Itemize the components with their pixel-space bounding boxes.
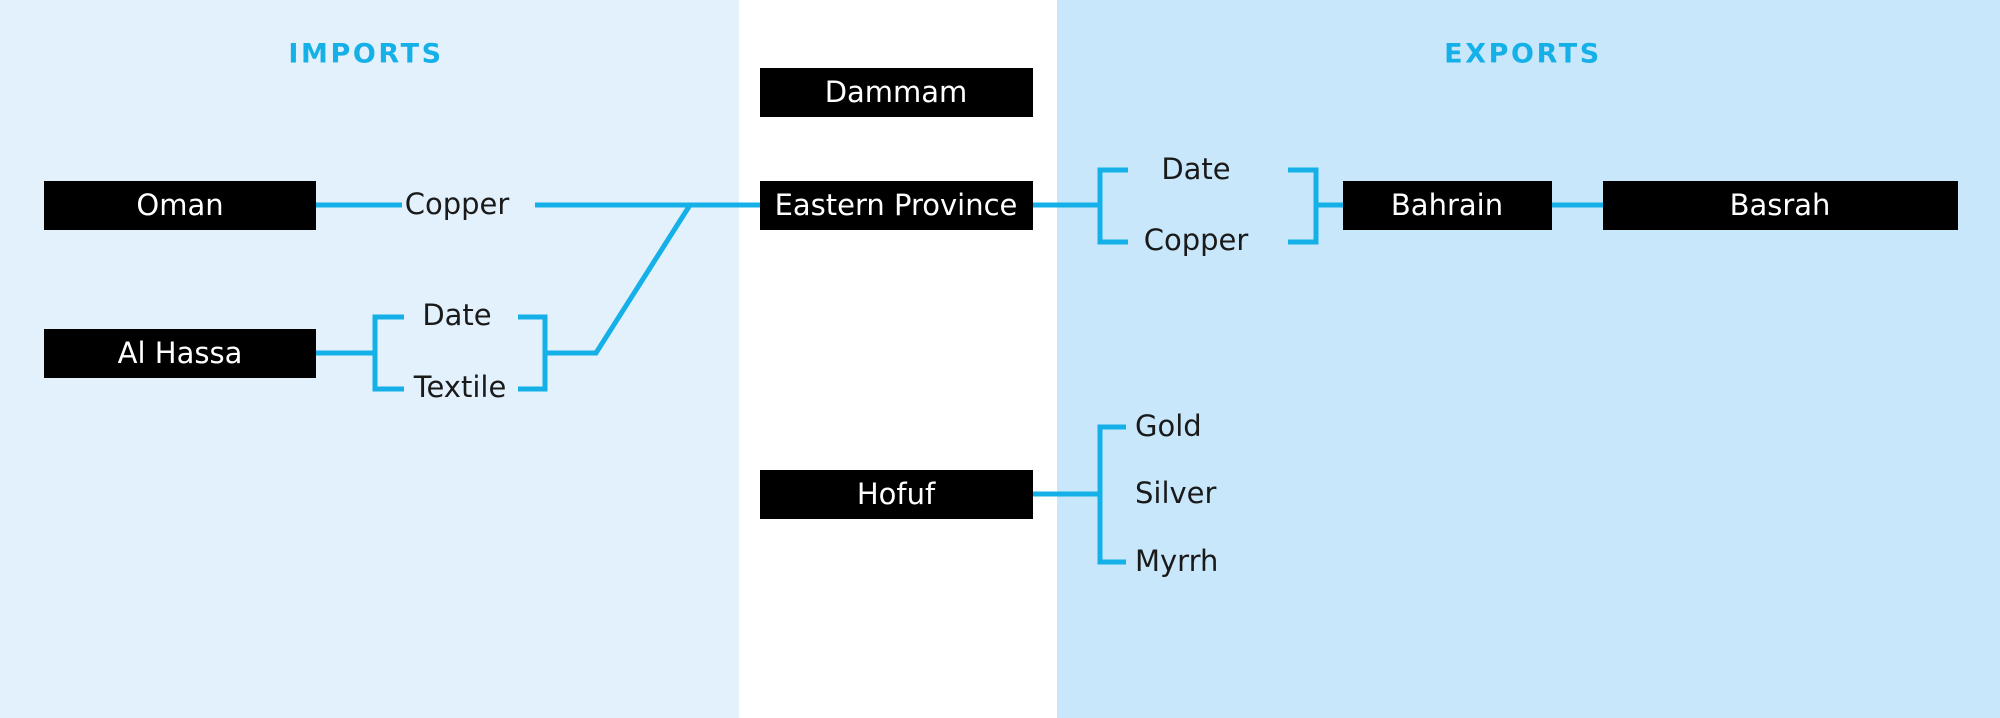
goods-label-hofuf-myrrh: Myrrh bbox=[1135, 544, 1218, 578]
node-oman[interactable]: Oman bbox=[44, 181, 316, 230]
center-panel-background bbox=[739, 0, 1057, 718]
node-eastern-province-box bbox=[760, 181, 1033, 230]
node-bahrain-label: Bahrain bbox=[1391, 188, 1503, 222]
node-al-hassa-box bbox=[44, 329, 316, 378]
goods-label-hofuf-gold: Gold bbox=[1135, 409, 1202, 443]
node-hofuf-box bbox=[760, 470, 1033, 519]
node-dammam-label: Dammam bbox=[825, 75, 968, 109]
exports-panel-background bbox=[1057, 0, 2000, 718]
connector-lines bbox=[316, 167, 1603, 565]
node-al-hassa[interactable]: Al Hassa bbox=[44, 329, 316, 378]
bracket-hofuf-open bbox=[1097, 424, 1126, 565]
node-bahrain[interactable]: Bahrain bbox=[1343, 181, 1552, 230]
imports-header: IMPORTS bbox=[288, 39, 443, 70]
node-al-hassa-label: Al Hassa bbox=[118, 336, 243, 370]
node-bahrain-box bbox=[1343, 181, 1552, 230]
link-al-hassa-riser bbox=[545, 203, 693, 356]
node-basrah-label: Basrah bbox=[1730, 188, 1831, 222]
node-hofuf-label: Hofuf bbox=[857, 477, 936, 511]
node-hofuf[interactable]: Hofuf bbox=[760, 470, 1033, 519]
bracket-al-hassa-open bbox=[372, 314, 404, 392]
node-eastern-province-label: Eastern Province bbox=[775, 188, 1018, 222]
bracket-exports-open bbox=[1097, 167, 1128, 245]
node-basrah-box bbox=[1603, 181, 1958, 230]
node-boxes: Oman Al Hassa Dammam Eastern Province Ho… bbox=[44, 68, 1958, 519]
exports-header: EXPORTS bbox=[1444, 39, 1602, 70]
goods-labels: Copper Date Textile Date Copper Gold Sil… bbox=[405, 152, 1249, 578]
node-basrah[interactable]: Basrah bbox=[1603, 181, 1958, 230]
goods-label-al-hassa-date: Date bbox=[422, 298, 491, 332]
node-eastern-province[interactable]: Eastern Province bbox=[760, 181, 1033, 230]
node-dammam-box bbox=[760, 68, 1033, 117]
goods-label-export-date: Date bbox=[1161, 152, 1230, 186]
goods-label-export-copper: Copper bbox=[1144, 223, 1249, 257]
node-oman-box bbox=[44, 181, 316, 230]
node-oman-label: Oman bbox=[136, 188, 223, 222]
goods-label-oman-copper: Copper bbox=[405, 187, 510, 221]
goods-label-al-hassa-textile: Textile bbox=[413, 370, 507, 404]
goods-label-hofuf-silver: Silver bbox=[1135, 476, 1217, 510]
node-dammam[interactable]: Dammam bbox=[760, 68, 1033, 117]
